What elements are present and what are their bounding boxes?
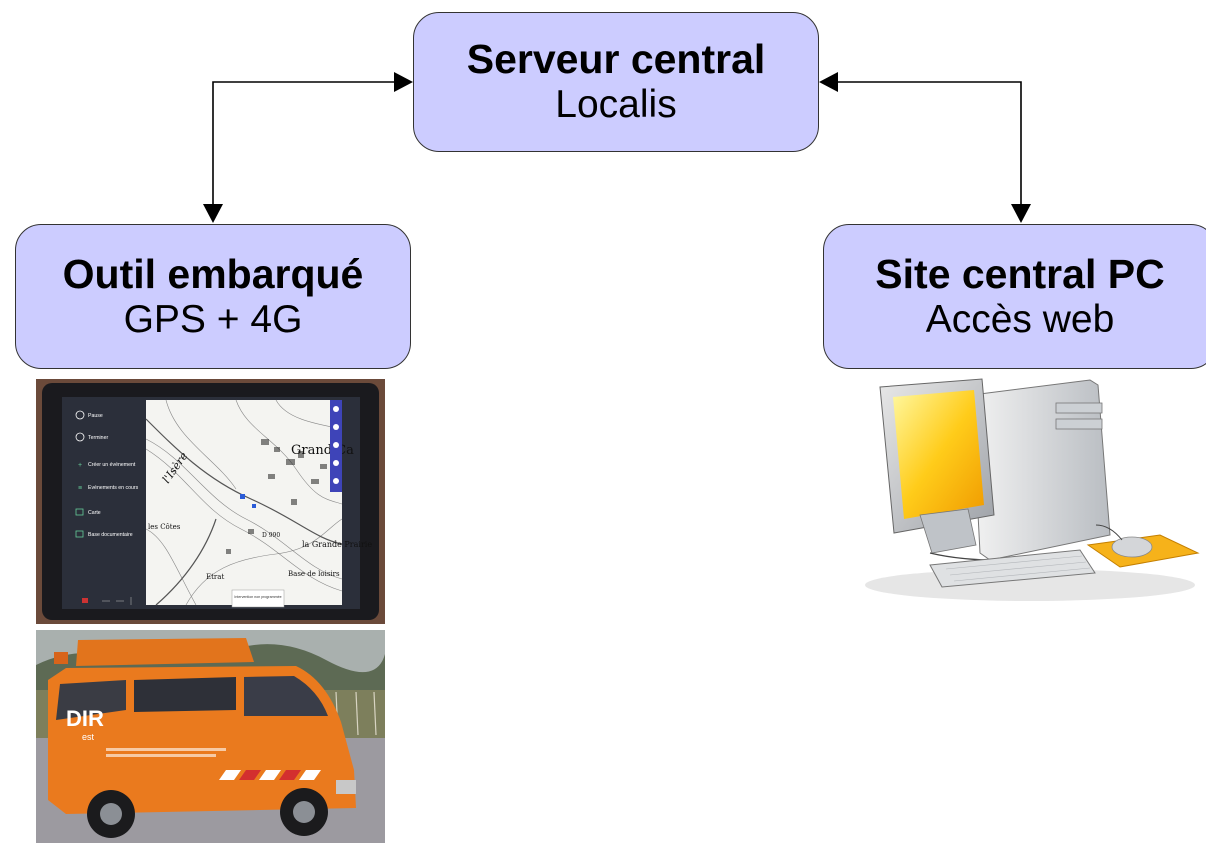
node-server: Serveur central Localis [413, 12, 819, 152]
arrowhead-pc-top [1011, 204, 1031, 223]
van-logo: DIR [66, 706, 104, 731]
tablet-menu-create-event: Créer un événement [88, 462, 136, 468]
tablet-menu-pause: Pause [88, 413, 103, 419]
svg-text:≡: ≡ [78, 485, 82, 492]
node-server-subtitle: Localis [555, 83, 677, 127]
map-label-prairie: la Grande Prairie [302, 540, 372, 549]
tablet-photo: Pause Terminer + Créer un événement ≡ Ev… [36, 379, 385, 624]
node-embedded: Outil embarqué GPS + 4G [15, 224, 411, 369]
node-embedded-title: Outil embarqué [62, 250, 364, 297]
map-label-road: D 990 [262, 532, 280, 539]
arrowhead-server-left [394, 72, 413, 92]
arrowhead-embedded-top [203, 204, 223, 223]
connector-server-embedded [212, 81, 400, 210]
map-label-base: Base de loisirs [288, 570, 340, 578]
connector-server-pc [832, 81, 1022, 210]
svg-text:+: + [78, 462, 82, 469]
van-photo: DIR est [36, 630, 385, 843]
node-pc-title: Site central PC [875, 250, 1165, 297]
pc-illustration [860, 375, 1200, 603]
map-label-grand: Grand Ca [291, 443, 354, 458]
tablet-menu-events: Evénements en cours [88, 485, 139, 491]
tablet-menu-terminer: Terminer [88, 435, 108, 441]
map-label-cotes: les Côtes [148, 523, 181, 531]
map-label-etrat: Etrat [206, 573, 224, 581]
tablet-menu-docs: Base documentaire [88, 532, 133, 538]
node-server-title: Serveur central [466, 36, 766, 82]
tablet-footer-button: Intervention non programmée [234, 595, 281, 599]
van-logo-sub: est [82, 732, 95, 742]
node-pc-subtitle: Accès web [925, 297, 1115, 341]
arrowhead-server-right [819, 72, 838, 92]
node-pc: Site central PC Accès web [823, 224, 1206, 369]
tablet-menu-map: Carte [88, 510, 101, 516]
node-embedded-subtitle: GPS + 4G [123, 297, 303, 341]
